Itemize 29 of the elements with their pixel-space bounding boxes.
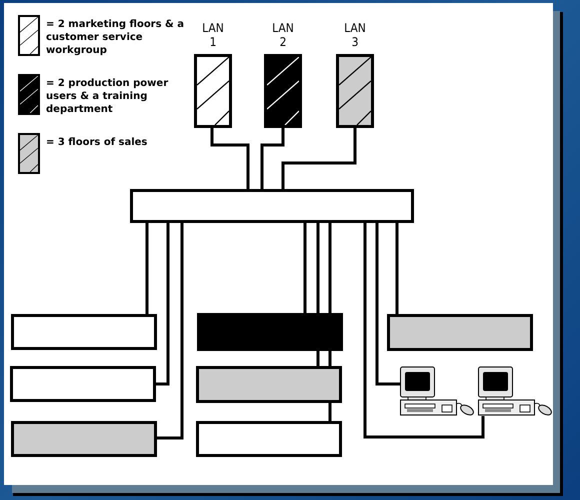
workgroup-box bbox=[387, 314, 533, 351]
cable-line bbox=[364, 223, 484, 438]
lan-label: LAN 2 bbox=[271, 21, 295, 49]
cable-line bbox=[260, 128, 284, 189]
cable-line bbox=[157, 223, 184, 440]
workgroup-box bbox=[11, 314, 157, 350]
lan-label: LAN 1 bbox=[201, 21, 225, 49]
lan-label: LAN 3 bbox=[343, 21, 367, 49]
switch-box bbox=[130, 189, 414, 223]
cable-line bbox=[316, 351, 320, 366]
cable-line bbox=[376, 223, 400, 386]
workgroup-box bbox=[10, 366, 156, 402]
legend-text: = 2 production power users & a training department bbox=[46, 77, 170, 116]
cable-line bbox=[156, 223, 170, 386]
legend-text: = 3 floors of sales bbox=[46, 136, 148, 149]
workgroup-box bbox=[11, 421, 157, 457]
cable-line bbox=[396, 223, 398, 314]
cable-line bbox=[146, 223, 148, 314]
cable-line bbox=[316, 223, 320, 313]
legend-text: = 2 marketing floors & a customer service workgroup bbox=[46, 18, 185, 57]
workgroup-box bbox=[196, 421, 342, 457]
cable-line bbox=[328, 403, 332, 421]
workgroup-box bbox=[196, 366, 342, 403]
cable-line bbox=[282, 128, 356, 189]
cable-line bbox=[328, 351, 332, 366]
cable-line bbox=[328, 223, 332, 313]
workgroup-box bbox=[197, 313, 343, 351]
cable-line bbox=[210, 128, 250, 189]
cable-line bbox=[304, 223, 306, 313]
